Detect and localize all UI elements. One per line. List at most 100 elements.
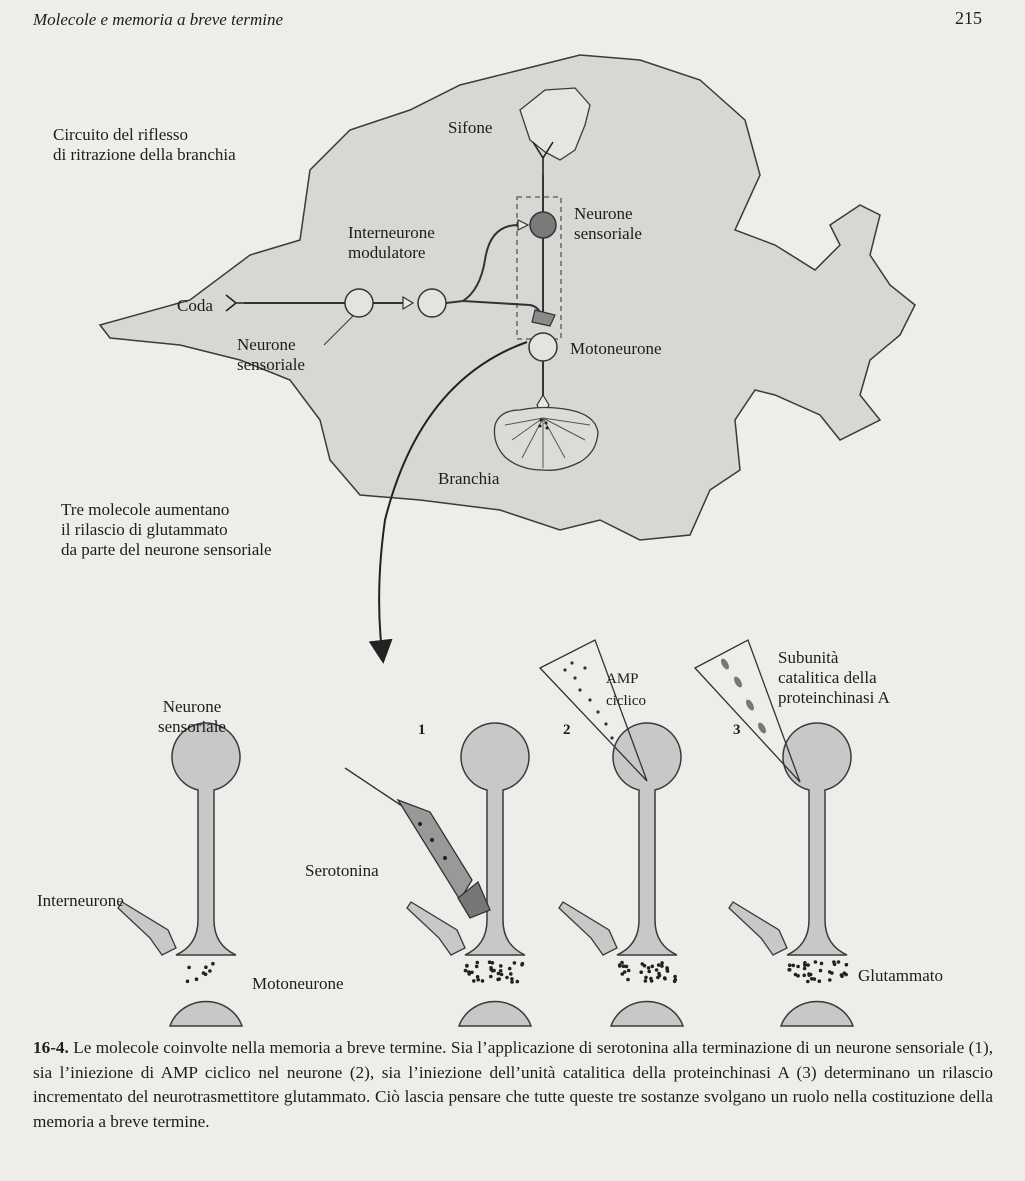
motoneuron-dome-0 xyxy=(170,1002,242,1026)
neuron-panel-3 xyxy=(729,723,853,1026)
neuron-panel-2 xyxy=(559,723,683,1026)
label-glutamate: Glutammato xyxy=(858,966,943,986)
label-gill: Branchia xyxy=(438,469,499,489)
interneuron-terminal-0 xyxy=(118,902,176,955)
panel-number-1: 1 xyxy=(418,722,426,739)
label-camp: AMP ciclico xyxy=(606,668,646,712)
glutamate-dot xyxy=(644,979,648,983)
label-motoneuron: Motoneurone xyxy=(570,339,662,359)
glutamate-dot xyxy=(489,975,493,979)
glutamate-dot xyxy=(510,977,514,981)
glutamate-dot xyxy=(476,978,480,982)
glutamate-dot xyxy=(464,969,468,973)
glutamate-dot xyxy=(465,964,469,968)
glutamate-dot xyxy=(639,970,643,974)
glutamate-dot xyxy=(626,978,630,982)
glutamate-dot xyxy=(814,960,818,964)
glutamate-dot xyxy=(520,963,524,967)
glutamate-dot xyxy=(673,975,677,979)
label-serotonin: Serotonina xyxy=(305,861,379,881)
glutamate-dot xyxy=(658,974,662,978)
glutamate-dot xyxy=(844,973,848,977)
glutamate-dot xyxy=(660,964,664,968)
serotonin-pipette xyxy=(345,768,490,918)
interneuron-terminal-2 xyxy=(559,902,617,955)
glutamate-dot xyxy=(819,969,823,973)
glutamate-dot xyxy=(796,974,800,978)
glutamate-dot xyxy=(845,963,849,967)
glutamate-dot xyxy=(828,978,832,982)
sensory-neuron-0 xyxy=(172,723,240,955)
glutamate-dot xyxy=(472,979,476,983)
neuron-panels xyxy=(118,723,853,1026)
glutamate-dot xyxy=(803,967,807,971)
glutamate-dot xyxy=(673,980,677,984)
panel-number-3: 3 xyxy=(733,722,741,739)
interneuron-terminal-1 xyxy=(407,902,465,955)
glutamate-dot xyxy=(476,961,480,965)
modulatory-interneuron-soma xyxy=(418,289,446,317)
glutamate-dot xyxy=(644,976,648,980)
sensory-neuron-1 xyxy=(461,723,529,955)
molecules-intro: Tre molecole aumentano il rilascio di gl… xyxy=(61,500,272,560)
label-sensory-left: Neurone sensoriale xyxy=(237,335,305,375)
glutamate-dot xyxy=(787,968,791,972)
glutamate-dot xyxy=(806,963,810,967)
glutamate-dot xyxy=(796,965,800,969)
glutamate-dot xyxy=(837,960,841,964)
glutamate-dot xyxy=(666,969,670,973)
glutamate-dot xyxy=(500,973,504,977)
panel-number-2: 2 xyxy=(563,722,571,739)
glutamate-dot xyxy=(475,965,479,969)
glutamate-dot xyxy=(623,970,627,974)
circuit-title: Circuito del riflesso di ritrazione dell… xyxy=(53,125,236,165)
glutamate-dot xyxy=(818,979,822,983)
glutamate-dot xyxy=(641,962,645,966)
caption-text: Le molecole coinvolte nella memoria a br… xyxy=(33,1038,993,1131)
glutamate-dot xyxy=(832,960,836,964)
neuron-panel-0 xyxy=(118,723,242,1026)
glutamate-dot xyxy=(663,976,667,980)
glutamate-dot xyxy=(467,972,471,976)
glutamate-dot xyxy=(830,971,834,975)
interneuron-terminal-3 xyxy=(729,902,787,955)
glutamate-dot xyxy=(202,971,206,975)
glutamate-dot xyxy=(649,977,653,981)
glutamate-dot xyxy=(510,980,514,984)
glutamate-dot xyxy=(208,969,212,973)
sensory-neuron-top-soma xyxy=(530,212,556,238)
glutamate-dot xyxy=(803,963,807,967)
glutamate-dot xyxy=(618,964,622,968)
glutamate-dot xyxy=(647,970,651,974)
label-siphon: Sifone xyxy=(448,118,492,138)
glutamate-dot xyxy=(788,963,792,967)
caption-figure-number: 16-4. xyxy=(33,1038,69,1057)
glutamate-dot xyxy=(195,977,199,981)
glutamate-dot xyxy=(204,965,208,969)
glutamate-dot xyxy=(481,979,485,983)
glutamate-dot xyxy=(187,966,191,970)
glutamate-dot xyxy=(651,965,655,969)
glutamate-dot xyxy=(655,968,659,972)
running-title: Molecole e memoria a breve termine xyxy=(33,10,283,30)
glutamate-dot xyxy=(813,977,817,981)
glutamate-dot xyxy=(802,974,806,978)
glutamate-dot xyxy=(499,964,503,968)
glutamate-dot xyxy=(840,973,844,977)
label-tail: Coda xyxy=(177,296,213,316)
sensory-neuron-3 xyxy=(783,723,851,955)
glutamate-dot xyxy=(627,969,631,973)
label-pka: Subunità catalitica della proteinchinasi… xyxy=(778,648,890,708)
label-sensory-panel0: Neurone sensoriale xyxy=(158,697,226,737)
glutamate-dot xyxy=(505,976,509,980)
glutamate-dot xyxy=(186,980,190,984)
glutamate-dot xyxy=(488,960,492,964)
label-interneuron-panel0: Interneurone xyxy=(37,891,124,911)
page-number: 215 xyxy=(955,8,982,29)
motoneuron-dome-1 xyxy=(459,1002,531,1026)
glutamate-dot xyxy=(508,967,512,971)
glutamate-dot xyxy=(647,966,651,970)
glutamate-dot xyxy=(660,961,664,965)
label-sensory-top: Neurone sensoriale xyxy=(574,204,642,244)
